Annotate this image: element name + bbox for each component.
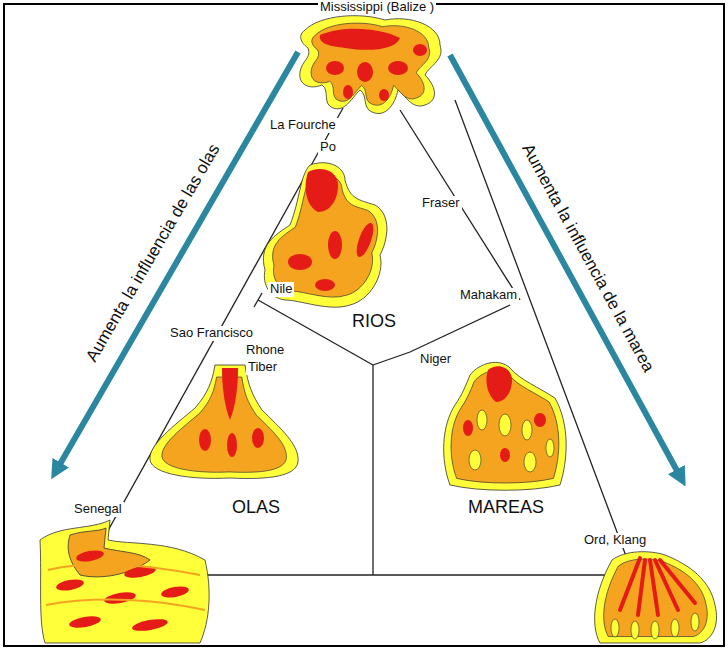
region-label: OLAS <box>230 497 282 518</box>
delta-name: Nile <box>268 282 294 297</box>
delta-name: Niger <box>418 352 453 367</box>
delta-name: Po <box>318 140 338 155</box>
frame <box>4 4 724 646</box>
trend-arrows <box>56 52 681 478</box>
trend-label: Aumenta la influencia de la marea <box>517 139 660 377</box>
delta-mississippi <box>300 16 441 114</box>
delta-name: Mahakam <box>458 288 519 303</box>
delta-name: Tiber <box>246 360 279 375</box>
region-label: RIOS <box>350 311 398 332</box>
delta-senegal <box>40 520 209 643</box>
delta-name: Rhone <box>244 343 286 358</box>
delta-name: Fraser <box>420 196 462 211</box>
delta-name: Sao Francisco <box>168 326 255 341</box>
delta-name: Ord, Klang <box>582 533 648 548</box>
delta-name: Mississippi (Balize ) <box>318 0 436 15</box>
delta-po <box>263 163 387 308</box>
delta-name: La Fourche <box>268 118 338 133</box>
delta-sao-francisco <box>150 365 298 478</box>
delta-ord <box>595 552 717 643</box>
delta-name: Senegal <box>72 502 124 517</box>
delta-mahakam <box>444 362 566 490</box>
triangle-lines <box>100 100 635 580</box>
region-label: MAREAS <box>466 497 546 518</box>
